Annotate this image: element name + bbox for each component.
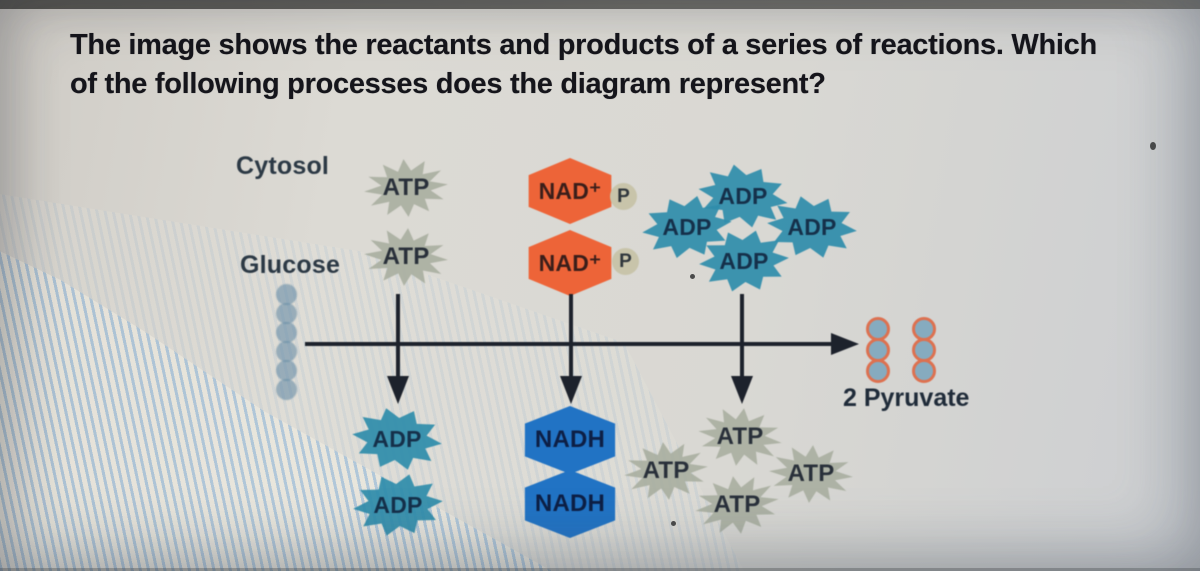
question-text: The image shows the reactants and produc… (70, 26, 1150, 104)
molecule-label: ATP (713, 491, 761, 518)
pyruvate-carbon (912, 359, 936, 383)
glucose-molecule (276, 284, 297, 400)
glucose-carbon (276, 284, 297, 305)
reaction-arrow-head (831, 333, 859, 355)
atp-molecule: ATP (698, 408, 782, 466)
nad-plus-molecule: NAD⁺ (526, 230, 614, 296)
molecule-label: NAD⁺ (538, 249, 602, 276)
molecule-label: ADP (719, 247, 769, 274)
atp-molecule: ATP (364, 159, 448, 217)
step-arrow-1-head (387, 376, 409, 404)
photo-speck (690, 274, 695, 279)
adp-molecule: ADP (352, 408, 442, 470)
pyruvate-molecule (866, 317, 890, 383)
substrate-label: Glucose (240, 251, 341, 279)
compartment-label: Cytosol (236, 152, 330, 180)
nad-plus-molecule: NAD⁺ (526, 158, 614, 224)
nadh-molecule: NADH (522, 406, 618, 474)
pyruvate-molecule (912, 317, 936, 383)
atp-molecule: ATP (695, 476, 779, 534)
step-arrow-2-line (569, 294, 573, 378)
photo-top-edge (0, 0, 1200, 9)
adp-molecule: ADP (698, 165, 788, 227)
atp-molecule: ATP (769, 445, 853, 503)
atp-molecule: ATP (364, 228, 448, 286)
molecule-label: ATP (787, 460, 835, 487)
molecule-label: NAD⁺ (538, 177, 602, 204)
molecule-label: P (619, 250, 632, 272)
product-label: 2 Pyruvate (843, 384, 970, 412)
glucose-carbon (276, 379, 297, 400)
adp-molecule: ADP (642, 196, 732, 258)
molecule-label: ATP (382, 243, 430, 270)
nadh-molecule: NADH (522, 470, 618, 538)
molecule-label: ADP (372, 425, 422, 452)
step-arrow-2-head (560, 376, 582, 404)
glucose-carbon (276, 303, 297, 324)
molecule-label: ADP (373, 491, 423, 518)
pyruvate-carbon (866, 317, 890, 341)
atp-molecule: ATP (624, 442, 708, 500)
step-arrow-3-line (740, 294, 744, 378)
step-arrow-1-line (396, 294, 400, 378)
adp-molecule: ADP (699, 230, 789, 292)
phosphate-molecule: P (610, 183, 637, 210)
question-line-2: of the following processes does the diag… (70, 68, 826, 100)
adp-molecule: ADP (353, 474, 443, 536)
adp-molecule: ADP (767, 196, 857, 258)
glucose-carbon (276, 360, 297, 381)
phosphate-molecule: P (612, 248, 639, 275)
question-line-1: The image shows the reactants and produc… (70, 29, 1097, 61)
glucose-carbon (276, 322, 297, 343)
molecule-label: NADH (534, 490, 606, 517)
photo-speck (671, 521, 676, 526)
molecule-label: ATP (642, 457, 690, 484)
molecule-label: NADH (534, 426, 606, 453)
molecule-label: ATP (382, 174, 430, 201)
molecule-label: ADP (662, 213, 712, 240)
glucose-carbon (276, 341, 297, 362)
molecule-label: ADP (787, 213, 837, 240)
step-arrow-3-head (731, 376, 753, 404)
molecule-label: ADP (718, 182, 768, 209)
pyruvate-carbon (866, 359, 890, 383)
pyruvate-molecules (866, 317, 936, 383)
molecule-label: ATP (716, 423, 764, 450)
photo-bottom-edge (0, 568, 1200, 571)
photo-speck (1150, 142, 1156, 150)
molecule-label: P (617, 185, 630, 207)
